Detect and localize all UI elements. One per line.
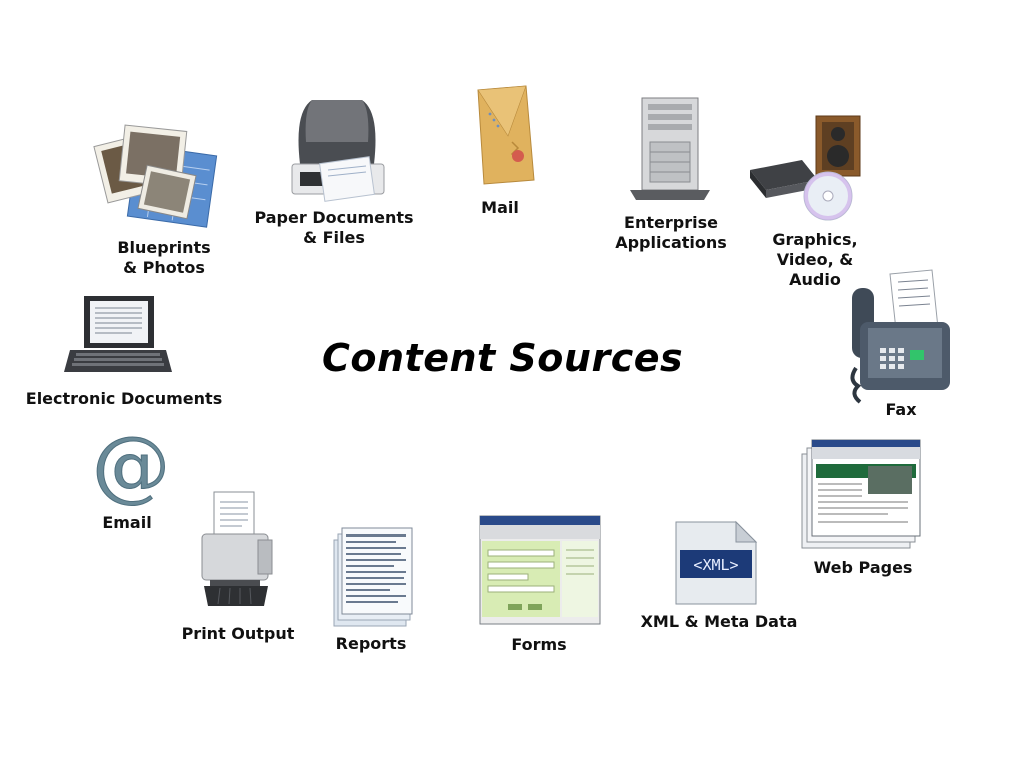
label-graphics: Graphics, Video, & Audio xyxy=(772,230,858,289)
label-forms: Forms xyxy=(511,635,567,654)
envelope-icon xyxy=(477,85,535,185)
browser-windows-icon xyxy=(801,439,921,549)
label-electronic-documents: Electronic Documents xyxy=(25,389,223,408)
scanner-icon xyxy=(291,100,385,202)
label-email: Email xyxy=(102,513,152,532)
label-print-output: Print Output xyxy=(181,624,295,643)
fax-icon xyxy=(850,269,950,404)
label-enterprise: Enterprise Applications xyxy=(615,213,727,252)
media-icon xyxy=(750,115,861,221)
label-web-pages: Web Pages xyxy=(813,558,913,577)
form-window-icon xyxy=(479,515,601,625)
server-icon xyxy=(630,97,710,200)
laptop-icon xyxy=(64,296,172,372)
label-blueprints: Blueprints & Photos xyxy=(117,238,211,277)
label-reports: Reports xyxy=(335,634,407,653)
xml-icon-text: <XML> xyxy=(693,556,738,574)
svg-text:@: @ xyxy=(94,430,168,506)
diagram-title: Content Sources xyxy=(322,336,684,380)
label-fax: Fax xyxy=(885,400,917,419)
label-xml: XML & Meta Data xyxy=(640,612,798,631)
photos-icon xyxy=(93,124,218,228)
label-mail: Mail xyxy=(481,198,519,217)
printer-icon xyxy=(201,491,273,606)
label-paper-documents: Paper Documents & Files xyxy=(254,208,414,247)
at-sign-icon: @ xyxy=(94,430,168,506)
xml-file-icon: <XML> xyxy=(675,520,758,605)
report-stack-icon xyxy=(333,527,413,627)
